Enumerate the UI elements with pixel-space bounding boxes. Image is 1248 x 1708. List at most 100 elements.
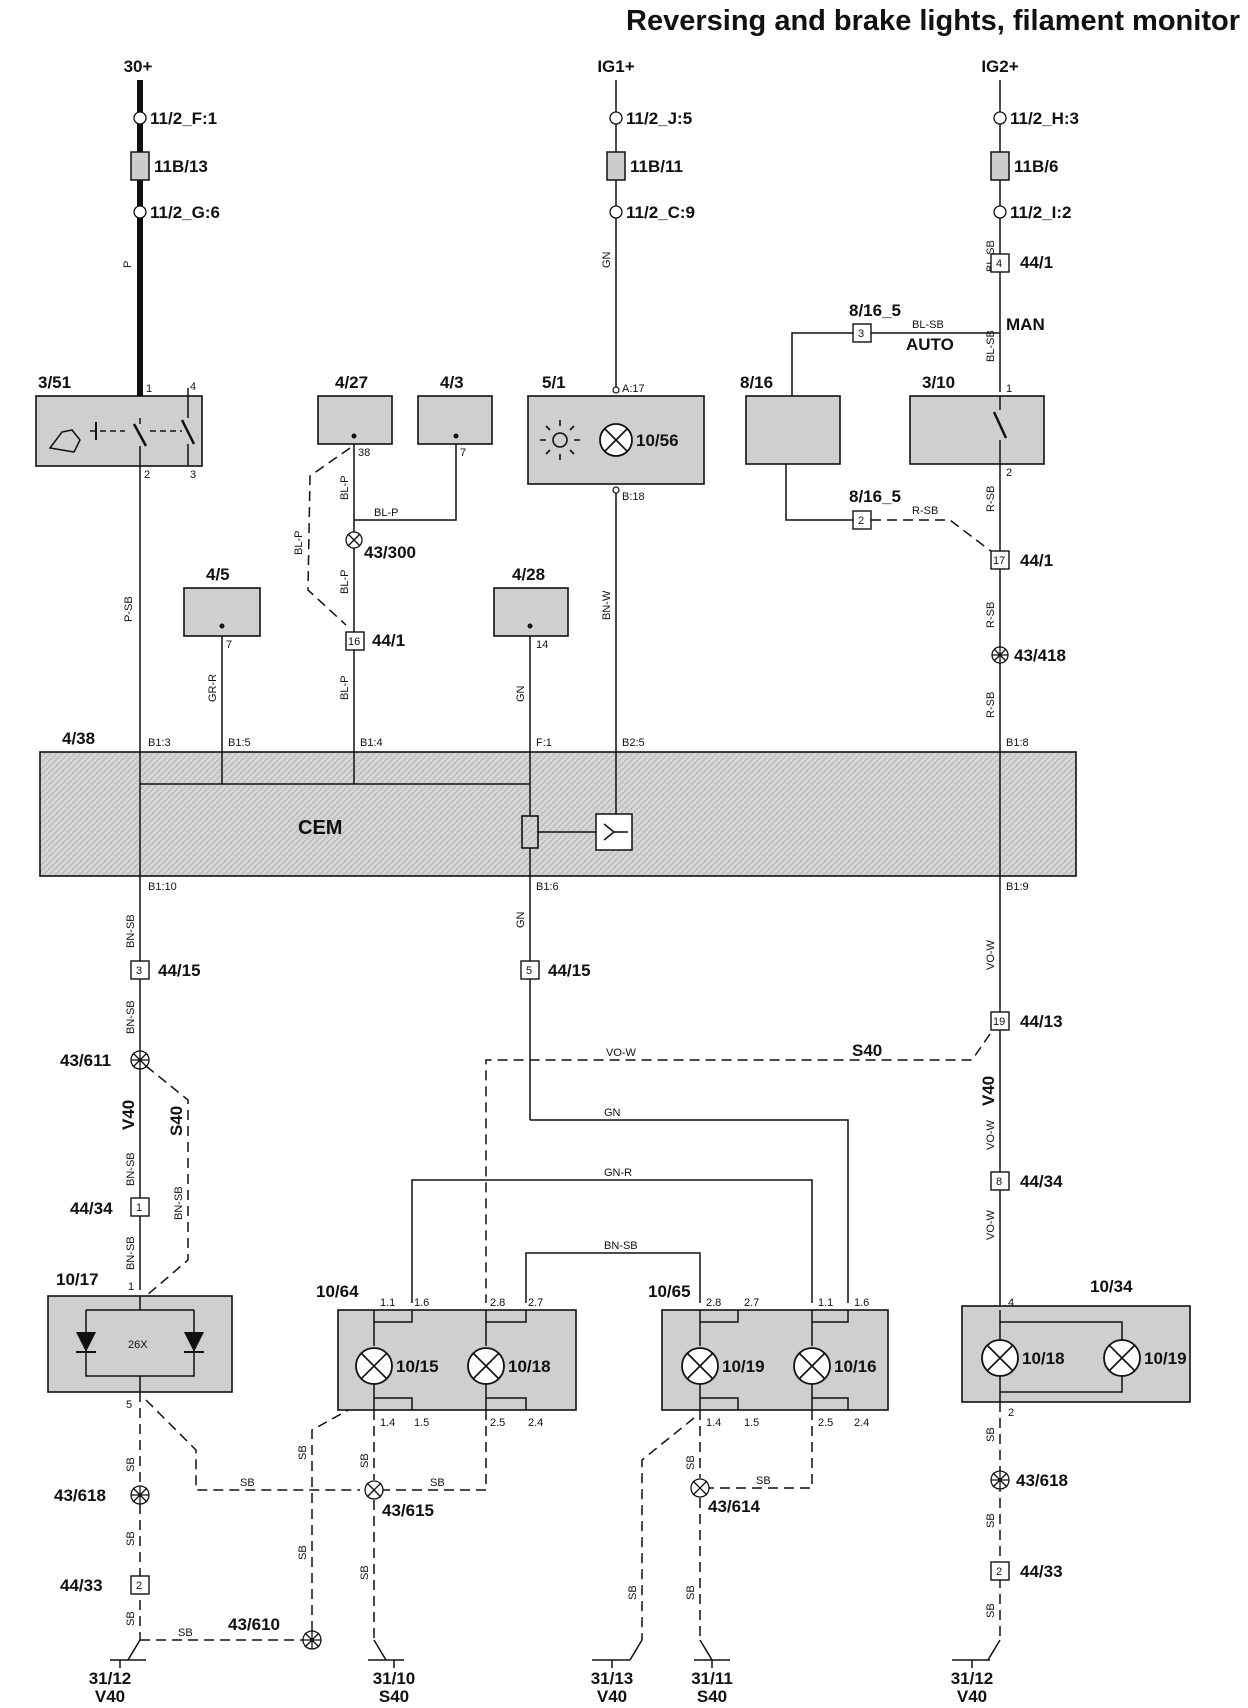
wire-color: SB xyxy=(297,1445,309,1460)
terminal-node xyxy=(993,111,1007,125)
terminal-node xyxy=(609,205,623,219)
splice-label: 43/615 xyxy=(382,1501,434,1520)
connector-pin: 2 xyxy=(996,1566,1002,1578)
wire-color: BN-SB xyxy=(125,1000,137,1034)
connector xyxy=(852,323,872,343)
wire-sb-dashed xyxy=(145,1399,360,1491)
switch-position-auto: AUTO xyxy=(906,335,954,354)
pin-dot xyxy=(351,433,357,439)
ground-variant: V40 xyxy=(95,1687,125,1706)
internal-wire xyxy=(812,1397,849,1410)
connector xyxy=(130,960,150,980)
wire-color: BL-P xyxy=(293,531,305,555)
wire-color: SB xyxy=(178,1627,193,1639)
wire-sb-dashed xyxy=(378,1410,487,1491)
internal-wire xyxy=(999,1310,1123,1340)
bulb-label: 10/18 xyxy=(1022,1349,1065,1368)
ground-variant: S40 xyxy=(379,1687,409,1706)
wire-color: BN-SB xyxy=(125,1152,137,1186)
splice-x xyxy=(131,1051,149,1069)
pin-dot xyxy=(612,486,620,494)
bulb-label: 10/16 xyxy=(834,1357,877,1376)
connector xyxy=(990,1561,1010,1581)
pin: B1:10 xyxy=(148,881,177,893)
cem-pin-labels: B1:3 B1:5 B1:4 F:1 B2:5 B1:8 B1:10 B1:6 … xyxy=(148,737,1029,893)
brake-pedal-icon xyxy=(48,429,81,453)
wire-bl-p-dashed xyxy=(307,447,351,626)
splice-label: 43/418 xyxy=(1014,646,1066,665)
pin: 2.5 xyxy=(818,1417,833,1429)
pin: B:18 xyxy=(622,491,645,503)
wire-r-sb-dashed xyxy=(871,519,993,553)
bulb-cross xyxy=(604,428,628,452)
wire-color: BL-P xyxy=(374,507,398,519)
splice-x xyxy=(692,1480,708,1496)
diode-block-label: 26X xyxy=(128,1339,148,1351)
diagram-title: Reversing and brake lights, filament mon… xyxy=(626,5,1240,37)
component-label: 4/28 xyxy=(512,565,545,584)
wire-color: VO-W xyxy=(606,1047,637,1059)
wire-color: SB xyxy=(985,1427,997,1442)
splice-x xyxy=(992,647,1008,663)
diode-icon xyxy=(76,1332,96,1352)
fuse-label: 11B/13 xyxy=(154,157,208,176)
wire-color: R-SB xyxy=(985,692,997,718)
wire-sb-dashed xyxy=(708,1410,813,1489)
switch-3-10 xyxy=(909,395,1045,465)
connector-pin: 17 xyxy=(993,555,1005,567)
pin: 2.4 xyxy=(854,1417,869,1429)
pin-dot xyxy=(612,386,620,394)
connector-pin: 3 xyxy=(136,965,142,977)
pin: 14 xyxy=(536,639,548,651)
pin: 1 xyxy=(146,383,152,395)
pin: 2.4 xyxy=(528,1417,543,1429)
terminal-node xyxy=(133,111,147,125)
fuse-label: 11B/11 xyxy=(630,157,683,176)
bulb-cross xyxy=(472,1352,500,1380)
fuse-label: 11B/6 xyxy=(1014,157,1058,176)
ground-symbol xyxy=(952,1639,1001,1668)
pin: F:1 xyxy=(536,737,552,749)
wire-sb-dashed xyxy=(641,1417,695,1640)
supply-ig2: IG2+ xyxy=(981,57,1018,76)
splice-x xyxy=(303,1631,321,1649)
cem-label: CEM xyxy=(298,817,342,839)
connector xyxy=(990,253,1010,273)
wire-color: R-SB xyxy=(912,505,938,517)
pin-dot xyxy=(219,623,225,629)
pin: 2.7 xyxy=(744,1297,759,1309)
bulb-label: 10/19 xyxy=(722,1357,765,1376)
splice-label: 43/614 xyxy=(708,1497,761,1516)
component-label: 8/16 xyxy=(740,373,773,392)
supply-30: 30+ xyxy=(124,57,153,76)
bulb-cross xyxy=(986,1344,1014,1372)
switch-position-man: MAN xyxy=(1006,315,1045,334)
connector-pin: 16 xyxy=(348,636,360,648)
wire-color: BL-SB xyxy=(985,330,997,362)
pin: B1:5 xyxy=(228,737,251,749)
component-label: 5/1 xyxy=(542,373,566,392)
fuse-icon xyxy=(130,151,150,181)
connector-pin: 1 xyxy=(136,1202,142,1214)
splice-label: 43/618 xyxy=(1016,1471,1068,1490)
component-label: 4/3 xyxy=(440,373,464,392)
wire-color: BN-SB xyxy=(604,1240,638,1252)
module-4-28 xyxy=(493,587,569,637)
pin: 7 xyxy=(460,447,466,459)
pin: B1:8 xyxy=(1006,737,1029,749)
terminal-label: 11/2_F:1 xyxy=(150,109,217,128)
splice-x xyxy=(347,533,361,547)
pin-dot xyxy=(527,623,533,629)
connector-label: 44/15 xyxy=(158,961,201,980)
switch-3-51 xyxy=(35,395,203,467)
splice-label: 43/300 xyxy=(364,543,416,562)
light-rays-icon xyxy=(540,420,580,460)
ground-symbol xyxy=(368,1639,404,1668)
connector-pin: 2 xyxy=(136,1580,142,1592)
component-label: 4/27 xyxy=(335,373,368,392)
wire-color: GN xyxy=(604,1107,621,1119)
module-4-5 xyxy=(183,587,261,637)
pin: 1 xyxy=(1006,383,1012,395)
pin: 2 xyxy=(144,469,150,481)
wire-color: SB xyxy=(685,1585,697,1600)
